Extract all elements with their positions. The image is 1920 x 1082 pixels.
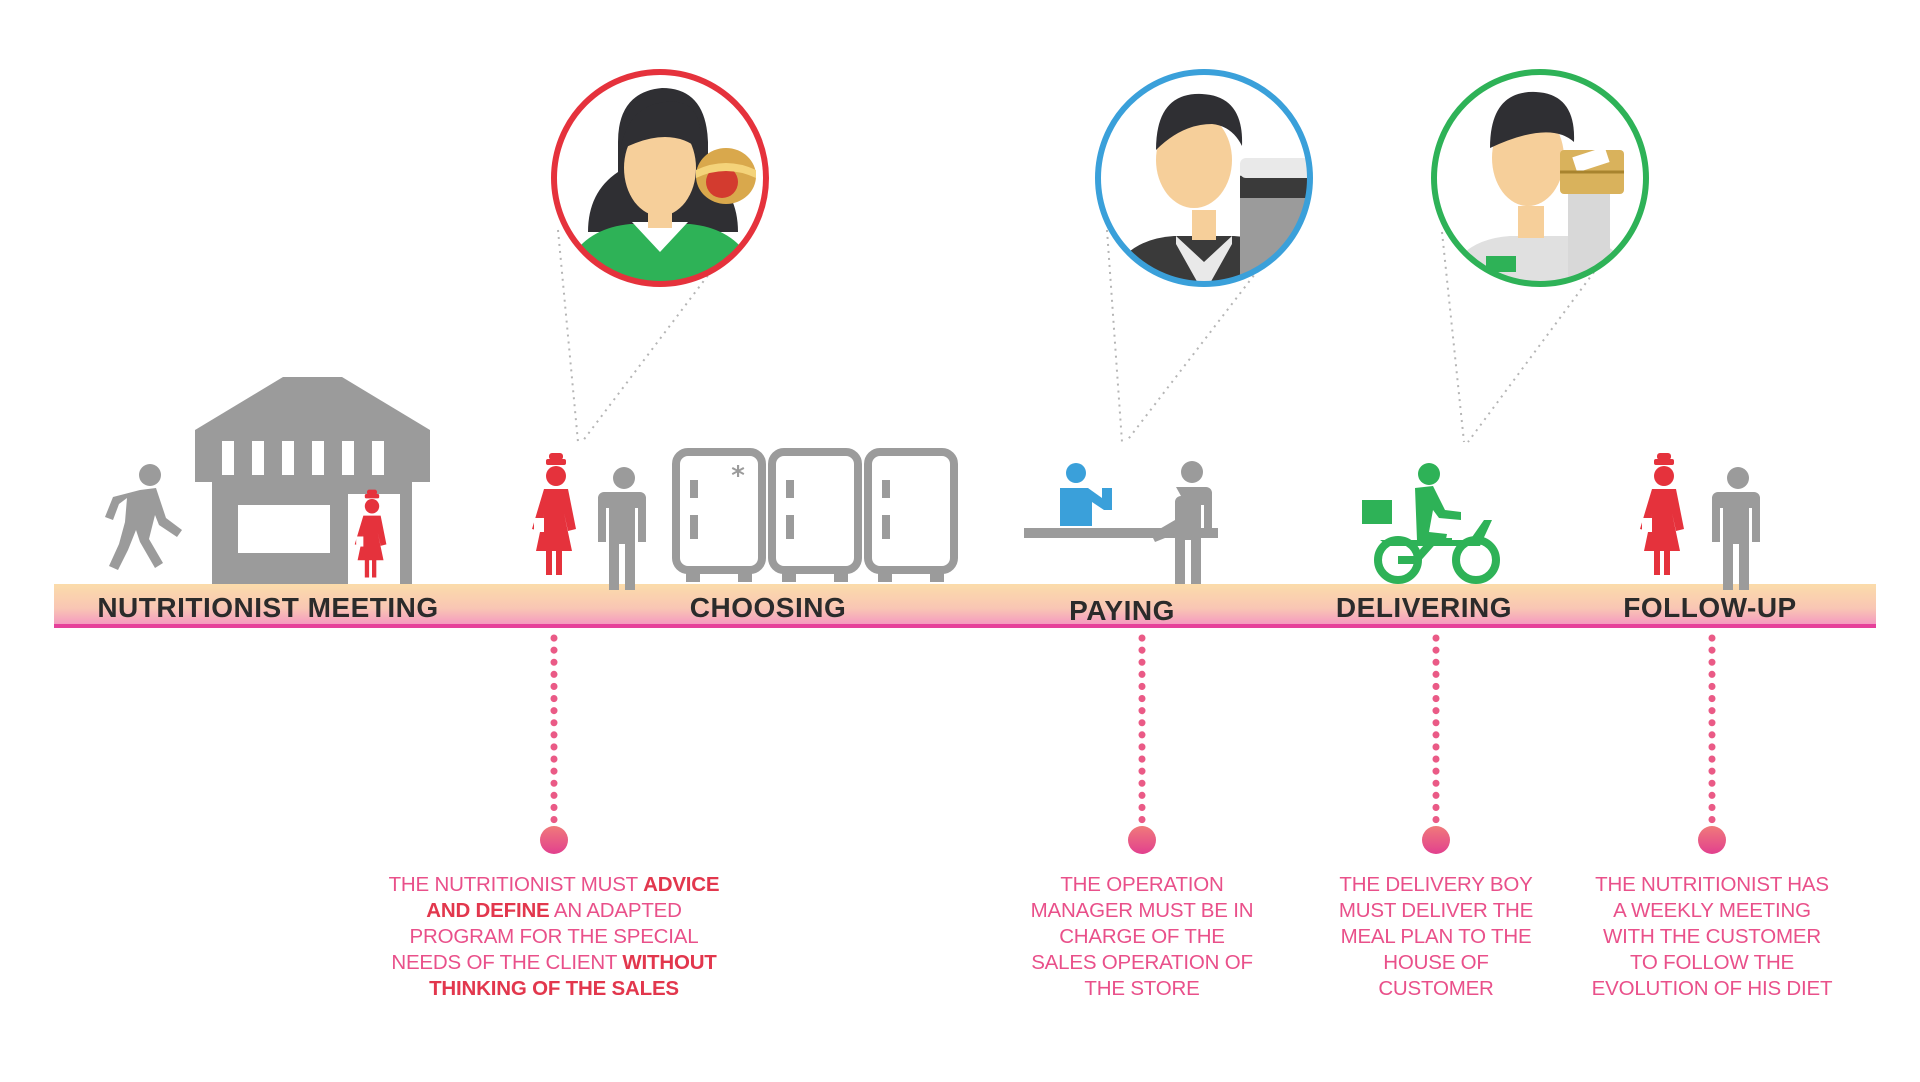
note-nutritionist-part1: THE NUTRITIONIST MUST: [388, 873, 644, 896]
stage-label-paying: PAYING: [1069, 595, 1175, 626]
stage-label-delivering: DELIVERING: [1336, 592, 1512, 623]
nutritionist-icon: [532, 453, 576, 575]
timeline-bar-edge: [54, 624, 1876, 628]
fridge-details: *: [686, 461, 944, 582]
store-icon: [195, 377, 430, 584]
customer-followup-icon: [1712, 467, 1760, 590]
timeline-bar: [54, 584, 1876, 628]
note-delivering: THE DELIVERY BOY MUST DELIVER THE MEAL P…: [1338, 873, 1534, 1000]
note-paying: THE OPERATION MANAGER MUST BE IN CHARGE …: [1030, 873, 1254, 1000]
timeline-marker-follow-up: [1698, 826, 1726, 854]
walking-person-icon: [105, 464, 182, 570]
stage-label-choosing: CHOOSING: [690, 592, 846, 623]
svg-text:*: *: [731, 461, 745, 491]
note-follow-up: THE NUTRITIONIST HAS A WEEKLY MEETING WI…: [1591, 873, 1833, 1000]
delivery-boy-avatar-icon: [1431, 69, 1649, 287]
customer-icon: [598, 467, 646, 590]
note-nutritionist-bold2: WITHOUT THINKING OF THE SALES: [429, 951, 717, 1000]
nutritionist-avatar-icon: [551, 69, 769, 287]
note-nutritionist-bold1: ADVICE AND DEFINE: [426, 873, 720, 922]
note-nutritionist: THE NUTRITIONIST MUST ADVICE AND DEFINE …: [384, 872, 724, 1002]
delivery-scooter-icon: [1362, 463, 1500, 584]
note-nutritionist-part2: AN ADAPTED PROGRAM FOR THE SPECIAL NEEDS…: [391, 899, 699, 974]
timeline-marker-nutritionist: [540, 826, 568, 854]
fridge-icon: [672, 448, 958, 574]
manager-avatar-icon: [1095, 69, 1313, 287]
stage-label-nutritionist-meeting: NUTRITIONIST MEETING: [97, 592, 438, 623]
counter-icon: [1024, 528, 1218, 538]
dotted-connectors: [550, 634, 1716, 824]
timeline-marker-paying: [1128, 826, 1156, 854]
timeline-marker-delivering: [1422, 826, 1450, 854]
customer-paying-icon: [1151, 461, 1212, 584]
avatar-connectors: [557, 229, 1595, 443]
cashier-icon: [1060, 463, 1112, 526]
meal-tape-icon: [696, 148, 756, 204]
stage-label-follow-up: FOLLOW-UP: [1623, 592, 1796, 623]
nutritionist-followup-icon: [1640, 453, 1684, 575]
